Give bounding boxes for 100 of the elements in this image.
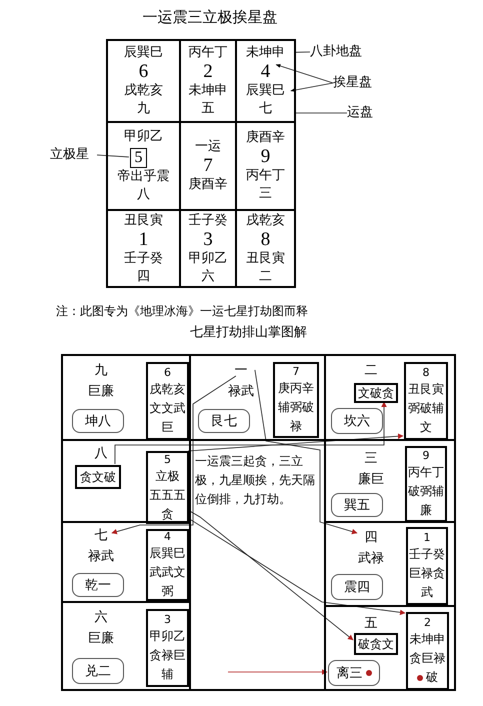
rounded-box bbox=[331, 408, 383, 434]
annotation-text: 挨星盘 bbox=[333, 74, 383, 92]
cell-text: 戌乾亥 bbox=[246, 212, 285, 230]
cell-text: 未坤申 bbox=[246, 44, 285, 62]
cell-text: 贪禄巨 bbox=[150, 647, 186, 664]
cell-text: 贪巨禄 bbox=[410, 650, 446, 667]
grid-cell bbox=[325, 440, 455, 522]
heading: 七星打劫排山掌图解 bbox=[190, 324, 307, 342]
cell-text: 未坤申 bbox=[410, 631, 446, 648]
rounded-box bbox=[72, 409, 124, 433]
cell-text: 丑艮寅 bbox=[408, 381, 444, 398]
star-number: 9 bbox=[422, 448, 430, 463]
cell-text: 甲卯乙 bbox=[150, 628, 186, 645]
cell-text: 禄 bbox=[290, 418, 302, 435]
cell-text: 巨廉 bbox=[88, 630, 114, 647]
annotation-text: 八卦地盘 bbox=[310, 43, 372, 61]
cell-text: 破 bbox=[426, 669, 438, 686]
cell-text: 廉 bbox=[420, 502, 432, 519]
box-text: 破贪文 bbox=[358, 638, 394, 650]
grid-cell bbox=[180, 122, 236, 210]
cell-text: 文文武 bbox=[150, 400, 186, 417]
rounded-box bbox=[331, 493, 383, 517]
cell-text: 辰巽巳 bbox=[124, 44, 163, 62]
cell-text: 戌乾亥 bbox=[124, 82, 163, 100]
arrow bbox=[228, 669, 328, 675]
grid-cell bbox=[190, 355, 325, 440]
star-number: 3 bbox=[203, 230, 213, 250]
grid-cell bbox=[236, 40, 295, 122]
cell-text: 庚酉辛 bbox=[246, 129, 285, 147]
star-number: 4 bbox=[260, 62, 270, 82]
cell-text: 丑艮寅 bbox=[124, 212, 163, 230]
cell-text: 禄武 bbox=[88, 548, 114, 565]
rounded-box bbox=[331, 574, 383, 600]
cell-text: 武武文 bbox=[150, 564, 186, 581]
grid-cell bbox=[180, 40, 236, 122]
title: 一运震三立极挨星盘 bbox=[142, 7, 278, 27]
box-text: 坎六 bbox=[344, 414, 370, 428]
arrow bbox=[254, 370, 358, 534]
star-number: 8 bbox=[422, 365, 430, 380]
grid-cell bbox=[236, 210, 295, 287]
star-number: 1 bbox=[138, 230, 148, 250]
star-number: 7 bbox=[292, 364, 300, 379]
cell-text: 壬子癸 bbox=[124, 250, 163, 268]
cell-text: 丑艮寅 bbox=[246, 250, 285, 268]
cell-text: 甲卯乙 bbox=[188, 250, 228, 268]
star-number: 3 bbox=[164, 612, 171, 627]
box-text: 震四 bbox=[344, 580, 370, 594]
cell-text: 辅 bbox=[162, 666, 174, 683]
annotation-text: 运盘 bbox=[347, 104, 383, 122]
column-box bbox=[146, 451, 189, 524]
star-number: 7 bbox=[203, 156, 213, 176]
leader-line bbox=[290, 82, 334, 92]
cell-text: 三 bbox=[364, 450, 378, 467]
grid-cell bbox=[62, 355, 190, 440]
star-number: 2 bbox=[424, 615, 431, 630]
rounded-box bbox=[72, 573, 124, 597]
arrow bbox=[111, 376, 236, 534]
cell-text: 三 bbox=[259, 185, 272, 203]
column-box bbox=[406, 527, 448, 605]
box-text: 坤八 bbox=[85, 414, 111, 428]
cell-text: 九 bbox=[94, 362, 108, 379]
star-number: 9 bbox=[260, 147, 270, 167]
arrow bbox=[114, 401, 387, 464]
rounded-box bbox=[72, 658, 124, 684]
box-text: 艮七 bbox=[211, 414, 237, 428]
cell-text: 四 bbox=[364, 529, 378, 546]
star-number: 8 bbox=[260, 230, 270, 250]
cell-text: 贪 bbox=[162, 506, 174, 522]
cell-text: 壬子癸 bbox=[409, 546, 445, 563]
rounded-box bbox=[328, 660, 380, 686]
cell-text: 弼 bbox=[162, 583, 174, 600]
cell-text: 四 bbox=[137, 268, 150, 286]
cell-text: 巨 bbox=[162, 419, 174, 436]
cell-text: 五五五 bbox=[150, 486, 186, 504]
cell-text: 廉巨 bbox=[358, 471, 384, 488]
cell-text: 辰巽巳 bbox=[150, 545, 186, 562]
cell-text: 丙午丁 bbox=[188, 44, 228, 62]
box-text: 贪文破 bbox=[80, 471, 116, 483]
grid-cell bbox=[325, 355, 455, 440]
grid-cell bbox=[107, 210, 180, 287]
star-number: 4 bbox=[164, 529, 171, 544]
box-text: 兑二 bbox=[85, 664, 111, 678]
cell-text: 七 bbox=[259, 100, 272, 118]
star-number: 5 bbox=[164, 452, 171, 466]
cell-text: 帝出乎震 bbox=[118, 168, 170, 186]
cell-text: 庚酉辛 bbox=[188, 176, 228, 194]
cell-text: 六 bbox=[94, 609, 108, 626]
cell-text: 八 bbox=[94, 445, 108, 462]
leader-line bbox=[96, 154, 130, 158]
cell-text: 二 bbox=[364, 362, 378, 379]
column-box bbox=[146, 529, 189, 601]
grid-cell bbox=[107, 40, 180, 122]
cell-text: 七 bbox=[94, 527, 108, 544]
column-box bbox=[404, 362, 448, 440]
star-number: 1 bbox=[424, 530, 430, 545]
cell-text: 一 bbox=[234, 362, 248, 379]
leader-line bbox=[294, 52, 310, 53]
grid-cell bbox=[180, 210, 236, 287]
box-text: 巽五 bbox=[344, 498, 370, 512]
cell-text: 立极 bbox=[156, 468, 180, 484]
